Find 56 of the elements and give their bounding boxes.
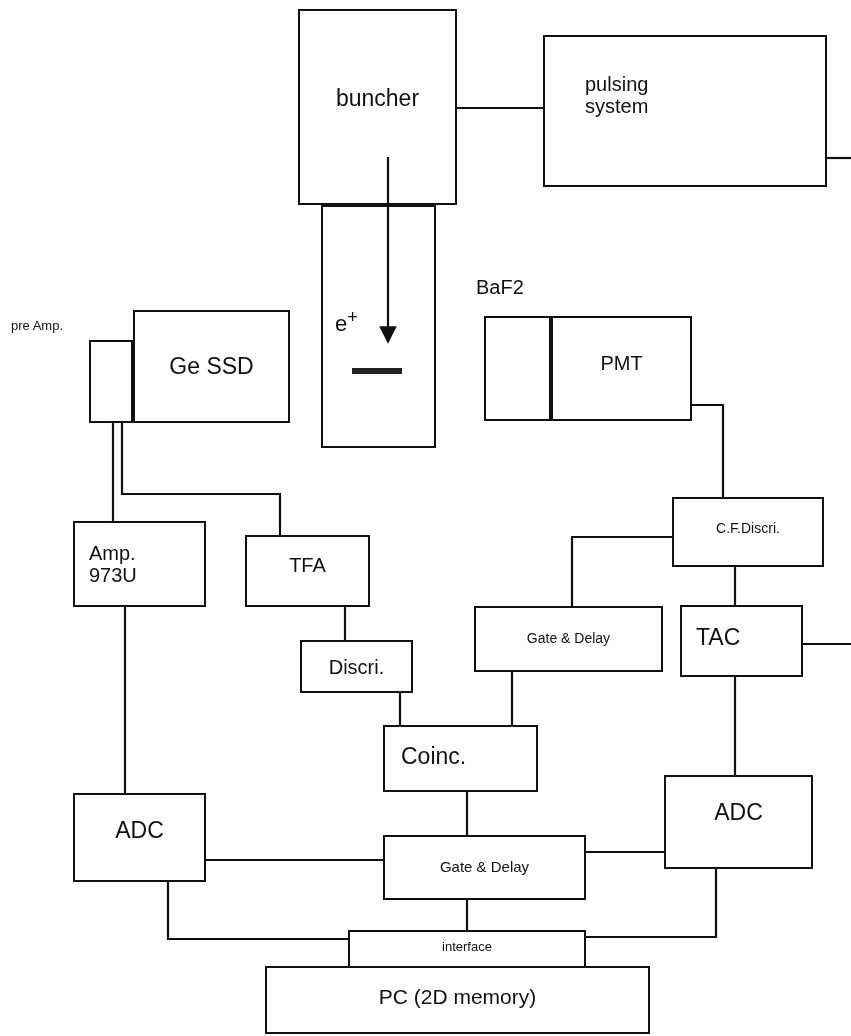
box-label: PMT	[600, 351, 643, 374]
connector-line	[166, 882, 348, 941]
connector-line	[398, 693, 402, 725]
connector-line	[111, 423, 115, 521]
buncher-box	[298, 9, 457, 205]
connector-line	[803, 642, 851, 646]
process-box	[383, 835, 586, 900]
box-label: Coinc.	[401, 743, 467, 770]
connector-line	[733, 677, 737, 775]
computer-box	[265, 966, 650, 1034]
process-box	[73, 521, 206, 607]
connector-line	[586, 869, 718, 939]
box-label: Amp. 973U	[89, 542, 138, 586]
arrow	[379, 157, 397, 344]
process-box	[543, 35, 827, 187]
process-box	[245, 535, 370, 607]
connector-line	[123, 607, 127, 793]
connector-line	[465, 792, 469, 835]
process-box	[300, 640, 413, 693]
box-label: TFA	[289, 554, 326, 576]
box-label: Ge SSD	[169, 353, 254, 380]
box-label: Gate & Delay	[439, 859, 530, 876]
box-label: ADC	[115, 817, 164, 844]
component-label: pre Amp.	[11, 318, 64, 333]
connector-line	[465, 900, 469, 930]
process-box	[664, 775, 813, 869]
process-box	[474, 606, 663, 672]
connector-line	[570, 535, 672, 606]
connector-line	[120, 423, 282, 535]
process-box	[680, 605, 803, 677]
box-label: buncher	[335, 86, 420, 112]
connector-line	[827, 156, 851, 160]
box-label: e$^{+}$	[335, 307, 358, 337]
process-box	[73, 793, 206, 882]
connector-line	[457, 106, 543, 110]
connector-line	[692, 403, 725, 497]
box-label: Gate & Delay	[526, 631, 611, 647]
detector-box	[133, 310, 290, 423]
connector-line	[343, 607, 347, 640]
connector-line	[586, 850, 664, 854]
box-label: ADC	[714, 800, 763, 826]
connector-line	[510, 672, 514, 725]
process-box	[672, 497, 824, 567]
box-label: TAC	[696, 625, 741, 651]
component-label: BaF2	[476, 276, 524, 299]
box-label: pulsing system	[585, 73, 650, 117]
box-label: C.F.Discri.	[716, 521, 780, 537]
connector-line	[733, 567, 737, 605]
process-box	[383, 725, 538, 792]
box-label: Discri.	[328, 655, 385, 678]
box-label: interface	[442, 939, 492, 955]
box-label: PC (2D memory)	[378, 985, 537, 1009]
interface-box	[348, 930, 586, 968]
process-box	[551, 316, 692, 421]
beam-tube	[321, 205, 436, 448]
connector-line	[206, 858, 383, 862]
